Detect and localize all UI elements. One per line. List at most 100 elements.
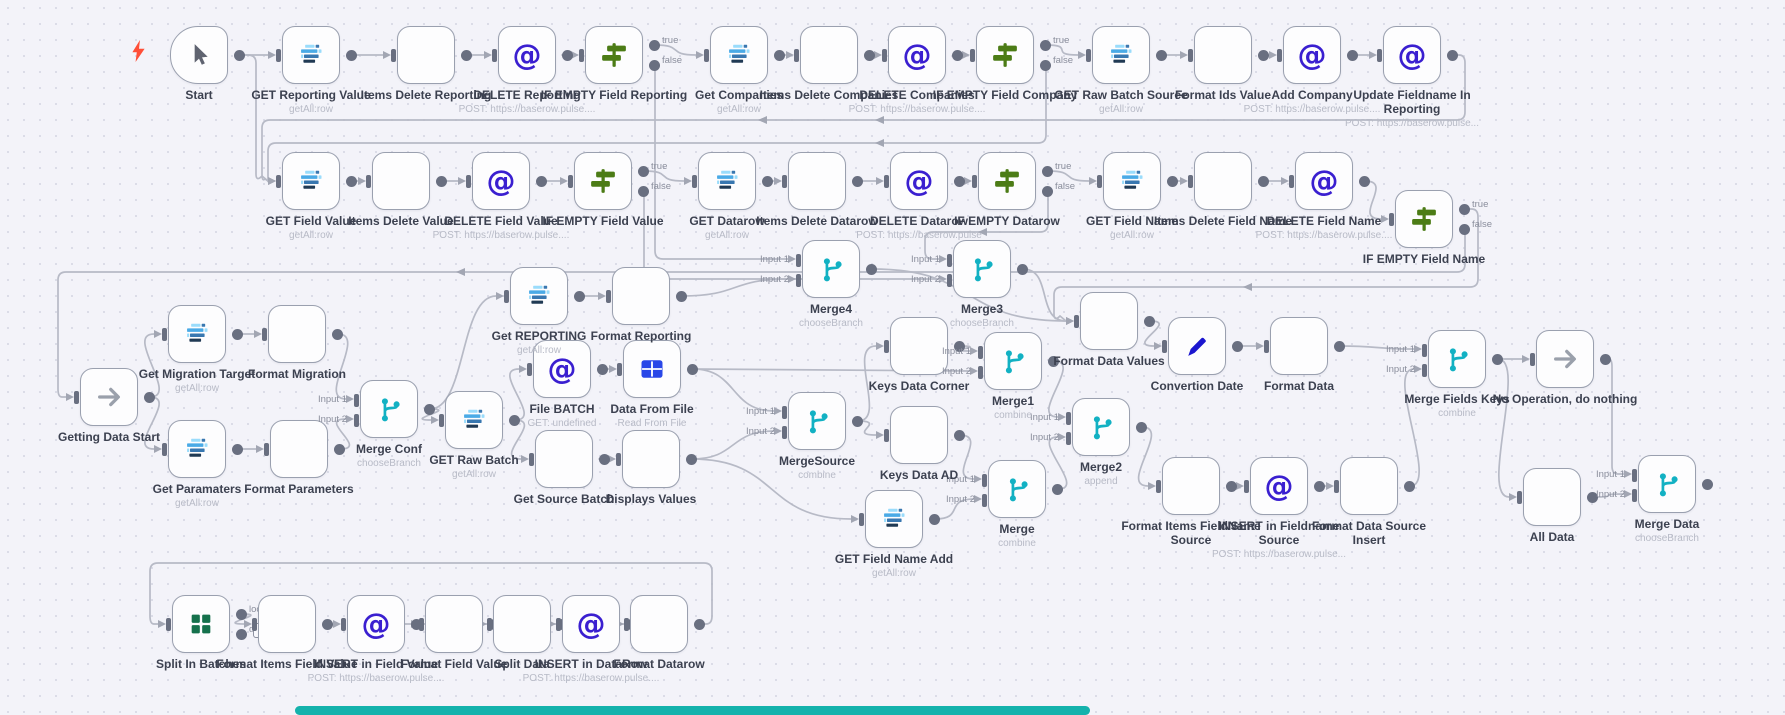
node-delete-field-name[interactable]: @: [1289, 152, 1370, 210]
input-port[interactable]: [276, 175, 281, 188]
node-delete-datarow[interactable]: @: [884, 152, 965, 210]
input-port[interactable]: [1188, 175, 1193, 188]
node-delete-reporting[interactable]: @: [492, 26, 573, 84]
input-port[interactable]: [1334, 480, 1339, 493]
output-port[interactable]: [599, 454, 610, 465]
input-port[interactable]: [1066, 412, 1071, 425]
input-port[interactable]: [1097, 175, 1102, 188]
node-format-data-values[interactable]: [1074, 292, 1155, 350]
output-port[interactable]: [1258, 50, 1269, 61]
input-port[interactable]: [439, 414, 444, 427]
output-port[interactable]: [1167, 176, 1178, 187]
node-displays-values[interactable]: [616, 430, 697, 488]
input-port[interactable]: [796, 274, 801, 287]
node-items-delete-field-name[interactable]: [1188, 152, 1269, 210]
output-port[interactable]: [1048, 356, 1059, 367]
input-port[interactable]: [354, 394, 359, 407]
input-port[interactable]: [978, 346, 983, 359]
input-port[interactable]: [782, 426, 787, 439]
input-port[interactable]: [74, 391, 79, 404]
node-start[interactable]: [170, 26, 245, 84]
output-port[interactable]: [346, 50, 357, 61]
output-port[interactable]: [954, 430, 965, 441]
node-format-reporting[interactable]: [606, 267, 687, 325]
node-get-reporting[interactable]: [504, 267, 585, 325]
output-port[interactable]: [1136, 422, 1147, 433]
output-port[interactable]: [1600, 354, 1611, 365]
node-format-items-field-value[interactable]: [252, 595, 333, 653]
input-port[interactable]: [1244, 480, 1249, 493]
input-port[interactable]: [264, 443, 269, 456]
output-port[interactable]: [1587, 492, 1598, 503]
input-port[interactable]: [1530, 353, 1535, 366]
output-port[interactable]: [762, 176, 773, 187]
input-port[interactable]: [527, 363, 532, 376]
output-port[interactable]: [1459, 224, 1470, 235]
node-split-in-batches[interactable]: loopdone+: [166, 595, 270, 653]
input-port[interactable]: [166, 618, 171, 631]
output-port[interactable]: [1232, 341, 1243, 352]
node-get-source-batch[interactable]: [529, 430, 610, 488]
output-port[interactable]: [954, 341, 965, 352]
output-port[interactable]: [1017, 264, 1028, 275]
input-port[interactable]: [1162, 340, 1167, 353]
input-port[interactable]: [354, 414, 359, 427]
output-port[interactable]: [1042, 186, 1053, 197]
input-port[interactable]: [972, 175, 977, 188]
input-port[interactable]: [1422, 364, 1427, 377]
node-get-field-name[interactable]: [1097, 152, 1178, 210]
output-port[interactable]: [774, 50, 785, 61]
node-items-delete-datarow[interactable]: [782, 152, 863, 210]
node-delete-field-value[interactable]: @: [466, 152, 547, 210]
output-port[interactable]: [1042, 166, 1053, 177]
output-port[interactable]: [346, 176, 357, 187]
output-port[interactable]: [1334, 341, 1345, 352]
output-port[interactable]: [411, 619, 422, 630]
input-port[interactable]: [884, 340, 889, 353]
output-port[interactable]: [236, 609, 247, 620]
output-port[interactable]: [1447, 50, 1458, 61]
output-port[interactable]: [574, 291, 585, 302]
input-port[interactable]: [504, 290, 509, 303]
input-port[interactable]: [556, 618, 561, 631]
node-get-reporting-value[interactable]: [276, 26, 357, 84]
input-port[interactable]: [947, 274, 952, 287]
node-delete-companies[interactable]: @: [882, 26, 963, 84]
output-port[interactable]: [852, 176, 863, 187]
input-port[interactable]: [1422, 344, 1427, 357]
input-port[interactable]: [1289, 175, 1294, 188]
input-port[interactable]: [162, 443, 167, 456]
input-port[interactable]: [391, 49, 396, 62]
output-port[interactable]: [649, 60, 660, 71]
output-port[interactable]: [144, 392, 155, 403]
output-port[interactable]: [687, 364, 698, 375]
output-port[interactable]: [334, 444, 345, 455]
input-port[interactable]: [606, 290, 611, 303]
node-format-data[interactable]: [1264, 317, 1345, 375]
node-update-fieldname-in-reporting[interactable]: @: [1377, 26, 1458, 84]
horizontal-scrollbar[interactable]: [295, 706, 1090, 715]
input-port[interactable]: [252, 618, 257, 631]
output-port[interactable]: [694, 619, 705, 630]
output-port[interactable]: [1492, 354, 1503, 365]
output-port[interactable]: [864, 50, 875, 61]
input-port[interactable]: [568, 175, 573, 188]
node-get-migration-target[interactable]: [162, 305, 243, 363]
node-format-ids-value[interactable]: [1188, 26, 1269, 84]
output-port[interactable]: [852, 416, 863, 427]
node-items-delete-value[interactable]: [366, 152, 447, 210]
output-port[interactable]: [232, 444, 243, 455]
input-port[interactable]: [982, 494, 987, 507]
input-port[interactable]: [978, 366, 983, 379]
output-port[interactable]: [649, 40, 660, 51]
